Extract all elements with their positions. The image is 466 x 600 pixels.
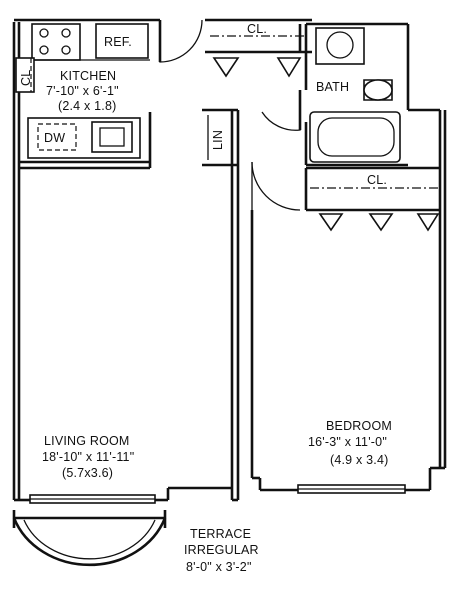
- living-room-size-metric: (5.7x3.6): [62, 466, 113, 480]
- bath-fixtures: [309, 27, 401, 163]
- living-room-size-imperial: 18'-10" x 11'-11": [42, 450, 134, 464]
- ref-label: REF.: [104, 35, 132, 49]
- lin-label: LIN: [211, 130, 225, 150]
- bedroom-closet-label: CL.: [367, 173, 387, 187]
- kitchen-name: KITCHEN: [60, 69, 116, 83]
- terrace-name: TERRACE: [190, 527, 251, 541]
- doors: [158, 19, 302, 211]
- terrace-size: 8'-0" x 3'-2": [186, 560, 252, 574]
- bedroom-size-metric: (4.9 x 3.4): [330, 453, 388, 467]
- windows: [29, 484, 406, 504]
- terrace-subtitle: IRREGULAR: [184, 543, 259, 557]
- bedroom-closet: [310, 187, 440, 232]
- hall-closet: [210, 35, 305, 78]
- kitchen-size-metric: (2.4 x 1.8): [58, 99, 116, 113]
- kitchen-closet-label: CL: [19, 70, 33, 86]
- hall-closet-label: CL.: [247, 22, 267, 36]
- terrace: [12, 510, 167, 567]
- dishwasher-icon: [37, 123, 77, 151]
- dw-label: DW: [44, 131, 65, 145]
- interior-walls: [19, 24, 440, 502]
- kitchen-size-imperial: 7'-10" x 6'-1": [46, 84, 119, 98]
- living-room-name: LIVING ROOM: [44, 434, 130, 448]
- refrigerator-icon: [95, 23, 149, 59]
- outer-walls: [12, 18, 447, 502]
- kitchen-fixtures: [15, 23, 150, 159]
- bedroom-name: BEDROOM: [326, 419, 392, 433]
- sink-icon: [91, 121, 133, 153]
- bath-name: BATH: [316, 80, 349, 94]
- labels: REF. CL KITCHEN 7'-10" x 6'-1" (2.4 x 1.…: [19, 22, 392, 574]
- bedroom-size-imperial: 16'-3" x 11'-0": [308, 435, 387, 449]
- bathtub-icon: [309, 111, 401, 163]
